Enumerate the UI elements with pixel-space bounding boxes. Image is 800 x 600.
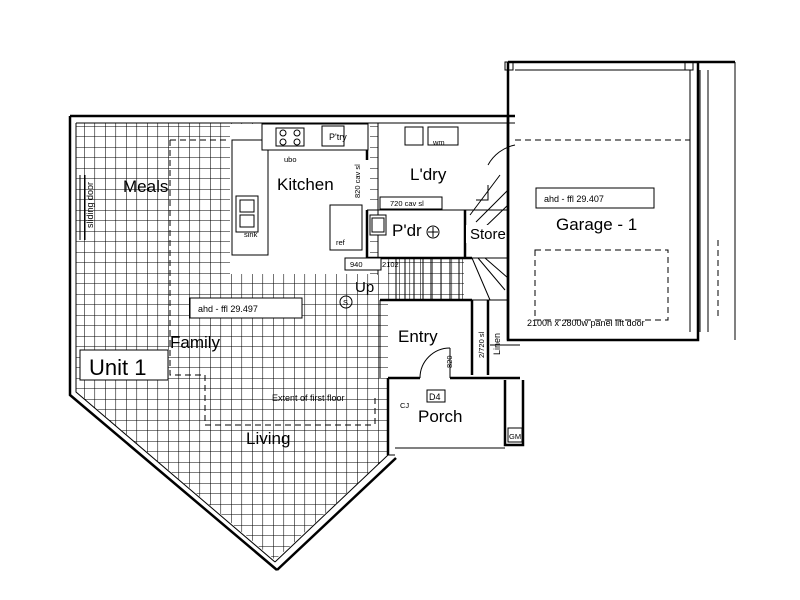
smoke-alarm-label: S (343, 298, 348, 307)
entry-door-label: 820 (445, 355, 454, 368)
garage-side-wall (699, 70, 709, 332)
room-family: Family (170, 333, 221, 352)
door-tag: D4 (429, 392, 441, 402)
garage-floor-level: ahd - ffl 29.407 (544, 194, 604, 204)
garage-door-label: 2100h x 2800w panel lift door (527, 318, 645, 328)
ground-floor-level: ahd - ffl 29.497 (198, 304, 258, 314)
room-meals: Meals (123, 177, 168, 196)
room-linen: Linen (492, 333, 502, 355)
room-store: Store (470, 226, 506, 243)
room-kitchen: Kitchen (277, 175, 334, 194)
sliding-door-label: sliding door (85, 182, 95, 228)
room-laundry: L'dry (410, 165, 447, 184)
room-porch: Porch (418, 407, 462, 426)
laundry-slider-label: 720 cav sl (390, 199, 424, 208)
kitchen-fittings (231, 123, 459, 256)
kitchen-slider-label: 820 cav sl (353, 164, 362, 198)
fridge-label: ref (336, 238, 346, 247)
stair-dim-1: 940 (350, 260, 363, 269)
sliding-door-marker (79, 175, 86, 240)
washing-machine-label: wm (432, 138, 445, 147)
smoke-alarm-icon (339, 295, 353, 309)
stair-up-label: Up (355, 279, 374, 296)
stairs (395, 144, 516, 301)
linen-door-label: 2/720 sl (477, 331, 486, 358)
cj-label: CJ (400, 401, 409, 410)
room-living: Living (246, 429, 290, 448)
stair-dim-2: 2102 (382, 260, 399, 269)
gas-meter-label: GM (509, 432, 521, 441)
door-tag-box (426, 389, 446, 403)
room-garage: Garage - 1 (556, 215, 637, 234)
sink-label: sink (244, 230, 258, 239)
garage-level-box (535, 187, 655, 209)
up-label-box (344, 257, 382, 271)
first-floor-extent-label: Extent of first floor (272, 393, 345, 403)
dashed-outlines (169, 139, 719, 426)
dims-box (379, 196, 443, 210)
room-powder: P'dr (392, 221, 422, 240)
stair-tiles (388, 258, 464, 300)
oven-label: ubo (284, 155, 297, 164)
store-box (466, 225, 506, 243)
exterior-walls (68, 60, 736, 571)
unit-label: Unit 1 (89, 355, 146, 380)
unit-label-box (79, 349, 169, 381)
pantry-label: P'try (329, 132, 347, 142)
room-entry: Entry (398, 327, 438, 346)
tiled-floor (76, 123, 388, 560)
ground-level-box (189, 297, 303, 319)
